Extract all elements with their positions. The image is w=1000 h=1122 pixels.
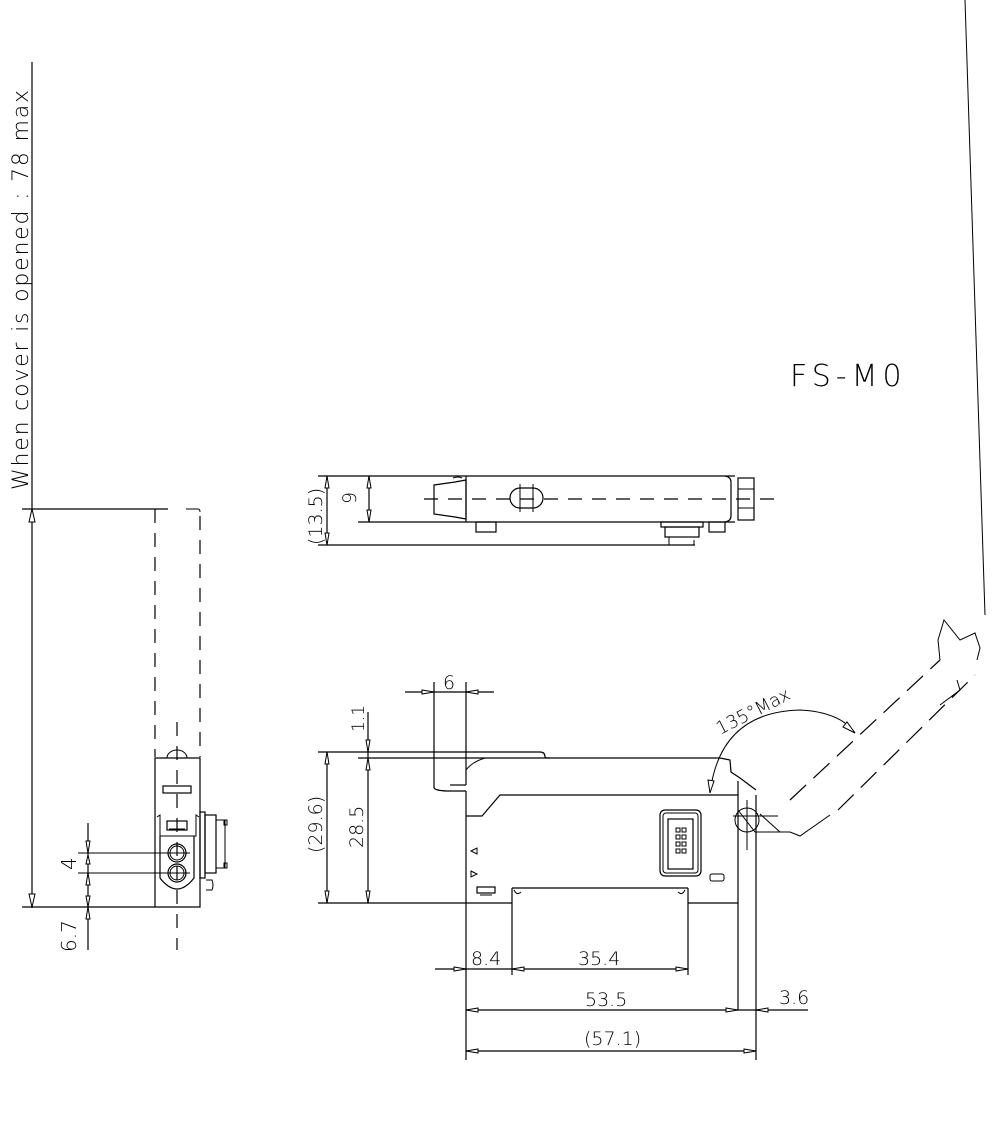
dim-tab-width: 6 (443, 672, 455, 694)
dim-left-offset: 8.4 (471, 948, 501, 970)
dim-top-height-body: 9 (339, 492, 361, 504)
dim-overall-length: (57.1) (584, 1028, 641, 1050)
top-view (318, 475, 780, 546)
dim-pitch-4: 4 (57, 857, 81, 870)
dim-step: 1.1 (349, 705, 369, 732)
dim-top-height-total: (13.5) (305, 488, 327, 545)
dim-front-height-body: 28.5 (346, 806, 368, 848)
dim-cover-extension: 3.6 (779, 987, 809, 1009)
dim-front-height-total: (29.6) (305, 796, 327, 853)
cover-opening-note: When cover is opened : 78 max (9, 88, 34, 490)
front-view (318, 0, 986, 1060)
side-view (22, 62, 228, 950)
dim-body-length: 53.5 (585, 989, 627, 1011)
model-title: FS-M0 (790, 359, 907, 394)
dim-offset-6-7: 6.7 (57, 920, 81, 952)
dim-rail-width: 35.4 (578, 948, 620, 970)
